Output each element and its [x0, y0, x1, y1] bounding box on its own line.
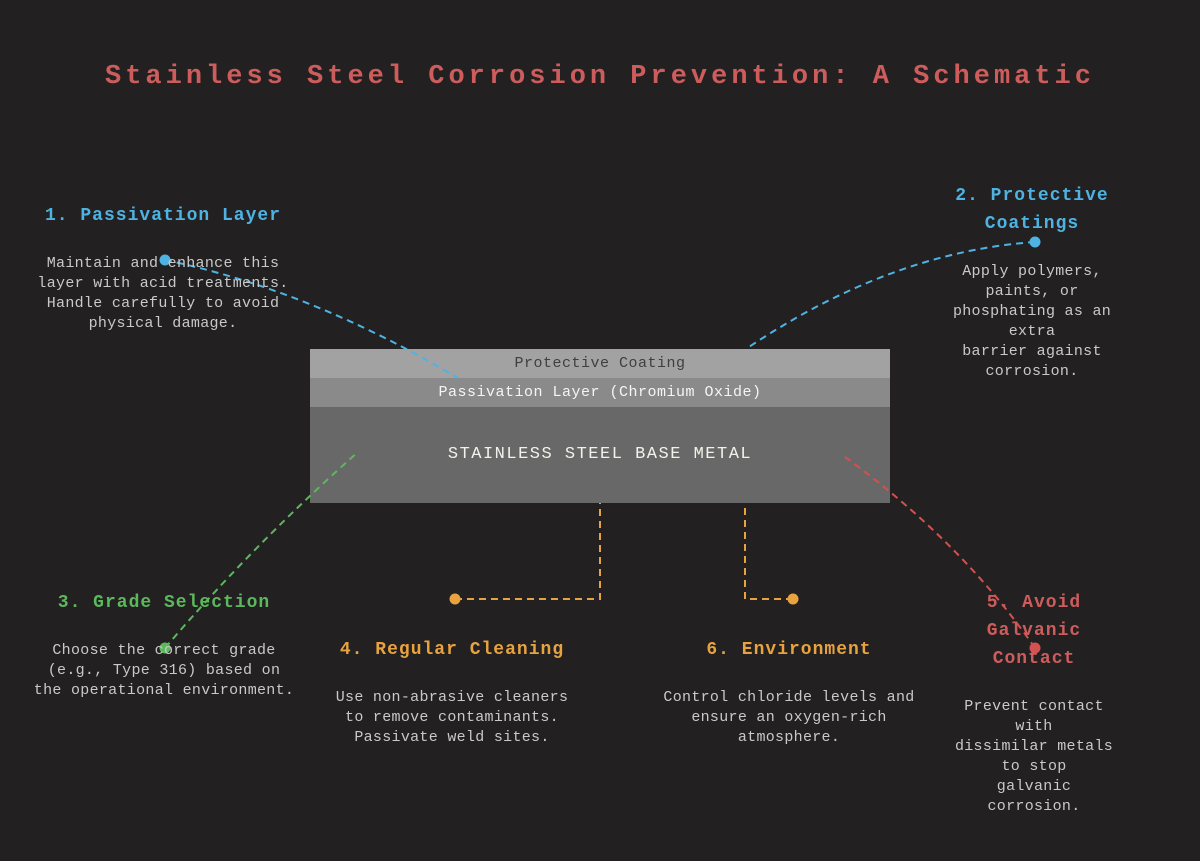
annotation-cleaning-heading: 4. Regular Cleaning: [339, 640, 565, 660]
layer-base-metal: STAINLESS STEEL BASE METAL: [310, 407, 890, 503]
annotation-passivation-body: Maintain and enhance this layer with aci…: [37, 255, 289, 332]
annotation-grade-heading: 3. Grade Selection: [57, 593, 271, 613]
layer-protective-coating: Protective Coating: [310, 349, 890, 378]
annotation-passivation-layer: 1. Passivation Layer Maintain and enhanc…: [37, 184, 288, 352]
connector-dot-cleaning: [449, 593, 461, 605]
annotation-coatings-heading: 2. Protective Coatings: [955, 186, 1109, 234]
annotation-regular-cleaning: 4. Regular Cleaning Use non-abrasive cle…: [336, 618, 569, 766]
diagram-title: Stainless Steel Corrosion Prevention: A …: [105, 62, 1095, 92]
steel-layer-stack: Protective Coating Passivation Layer (Ch…: [310, 349, 890, 503]
annotation-environment-body: Control chloride levels and ensure an ox…: [663, 689, 915, 746]
annotation-coatings-body: Apply polymers, paints, or phosphating a…: [952, 263, 1112, 380]
annotation-cleaning-body: Use non-abrasive cleaners to remove cont…: [335, 689, 569, 746]
annotation-galvanic-body: Prevent contact with dissimilar metals t…: [954, 698, 1114, 815]
connector-line-cleaning: [455, 503, 601, 600]
annotation-protective-coatings: 2. Protective Coatings Apply polymers, p…: [948, 164, 1116, 400]
annotation-galvanic-heading: 5. Avoid Galvanic Contact: [986, 593, 1082, 669]
connector-line-environment: [744, 503, 793, 600]
annotation-passivation-heading: 1. Passivation Layer: [44, 206, 282, 226]
annotation-grade-body: Choose the correct grade (e.g., Type 316…: [33, 642, 295, 699]
annotation-grade-selection: 3. Grade Selection Choose the correct gr…: [34, 571, 294, 719]
connector-dot-environment: [787, 593, 799, 605]
layer-passivation: Passivation Layer (Chromium Oxide): [310, 378, 890, 407]
annotation-environment-heading: 6. Environment: [706, 640, 872, 660]
annotation-environment: 6. Environment Control chloride levels a…: [663, 618, 914, 766]
annotation-avoid-galvanic: 5. Avoid Galvanic Contact Prevent contac…: [951, 571, 1117, 835]
